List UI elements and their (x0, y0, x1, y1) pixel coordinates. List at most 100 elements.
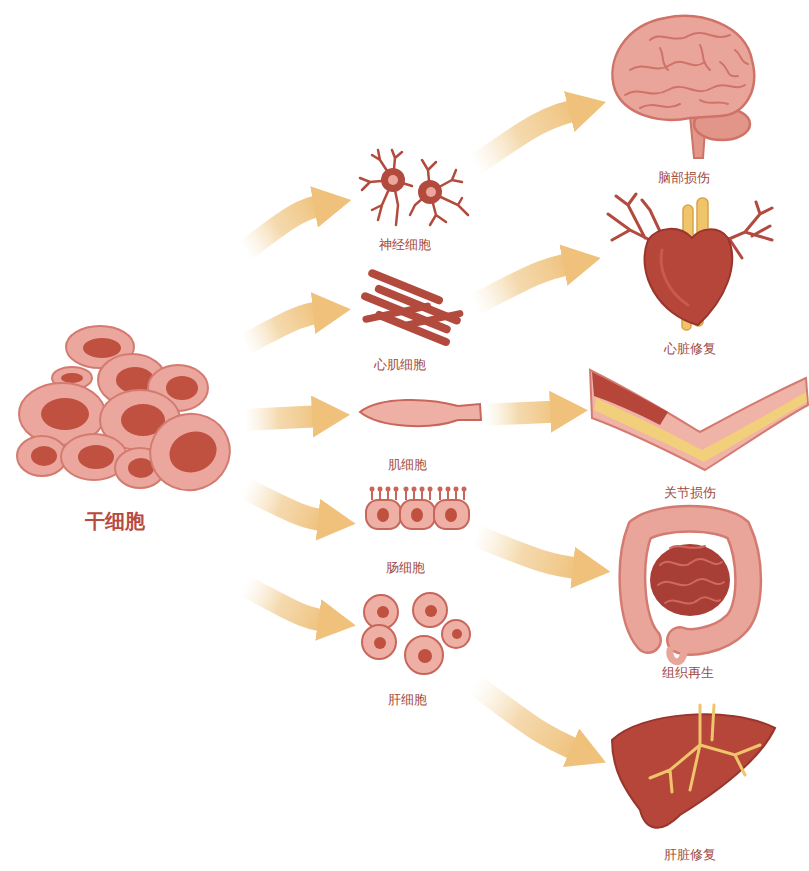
heart-illustration (661, 250, 688, 305)
intestinal-cell-illustration (377, 508, 389, 522)
intestinal-cell-illustration (366, 500, 401, 529)
joint-illustration (594, 392, 807, 462)
liver-cell-illustration (362, 625, 396, 659)
stem-cell-cluster (164, 425, 223, 479)
flow-arrow (245, 586, 326, 622)
intestinal-cell-illustration (428, 487, 433, 492)
flow-arrow (475, 535, 581, 568)
intestine-illustration (632, 519, 748, 662)
flow-arrow (245, 312, 321, 344)
cell-type-node: 肠细胞 (355, 485, 475, 578)
node-label: 关节损伤 (664, 485, 716, 502)
organ-node: 肝脏修复 (605, 705, 780, 866)
intestinal-cell-illustration (378, 487, 383, 492)
intestinal-cell-illustration (370, 487, 375, 492)
intestinal-cell-illustration (400, 500, 435, 529)
flow-arrow (485, 412, 558, 415)
heart-illustration (645, 229, 733, 325)
joint-illustration (590, 370, 808, 470)
flow-arrow (245, 416, 320, 420)
intestine-illustration (632, 519, 748, 642)
intestinal-cell-illustration (454, 487, 459, 492)
node-label: 肌细胞 (388, 457, 427, 474)
stem-cell-cluster (166, 376, 198, 400)
liver-cell-illustration (364, 595, 398, 629)
intestine-illustration (632, 519, 748, 642)
intestine-illustration (670, 650, 684, 662)
node-label: 神经细胞 (379, 237, 431, 254)
muscle-cell-illustration (360, 400, 481, 426)
stem-cell-cluster (17, 436, 67, 476)
neuron-illustration (410, 160, 468, 225)
flow-arrow (475, 684, 578, 750)
node-label: 脑部损伤 (658, 170, 710, 187)
neuron-illustration (418, 180, 442, 204)
intestinal-cell-illustration (404, 487, 409, 492)
flow-arrow (475, 264, 571, 305)
cardiac-muscle-illustration (354, 268, 467, 348)
muscle-cell-illustration (360, 400, 481, 426)
stem-cell-cluster (31, 446, 57, 466)
organ-node: 关节损伤 (588, 365, 809, 502)
organ-node: 心脏修复 (600, 192, 785, 358)
neuron-illustration (360, 150, 468, 225)
intestine-illustration (658, 546, 724, 604)
liver-cell-illustration (413, 593, 447, 627)
stem-cell-cluster (78, 445, 114, 469)
cell-type-node: 肝细胞 (355, 588, 475, 710)
node-label: 心肌细胞 (374, 357, 426, 374)
intestinal-cell-illustration (411, 508, 423, 522)
intestinal-cell-illustration (372, 490, 464, 500)
brain-illustration (612, 16, 754, 158)
liver-cell-illustration (405, 636, 443, 674)
neuron-illustration (388, 175, 398, 185)
brain-illustration (612, 16, 754, 120)
stem-cell-cluster (41, 398, 89, 430)
intestinal-cell-illustration (445, 508, 457, 522)
neuron-illustration (381, 168, 405, 192)
intestinal-cell-illustration (446, 487, 451, 492)
joint-illustration (590, 370, 808, 470)
liver-cell-illustration (442, 620, 470, 648)
liver-cell-illustration (377, 606, 389, 618)
intestinal-cell-illustration (438, 487, 443, 492)
neuron-illustration (426, 187, 436, 197)
cardiac-muscle-illustration (362, 296, 464, 337)
brain-illustration (625, 33, 748, 108)
intestinal-cell-illustration (420, 487, 425, 492)
organ-node: 组织再生 (610, 508, 760, 683)
intestinal-cell-illustration (394, 487, 399, 492)
liver-cell-illustration (418, 649, 432, 663)
flow-arrow (245, 488, 326, 520)
cell-type-node: 神经细胞 (350, 148, 475, 255)
stem-cell-cluster (61, 373, 83, 383)
node-label: 肝细胞 (388, 692, 427, 709)
stem-cell-cluster (139, 403, 240, 502)
intestinal-cell-illustration (366, 487, 469, 530)
cardiac-muscle-illustration (404, 309, 464, 328)
cell-type-node: 心肌细胞 (350, 270, 475, 375)
node-label: 肠细胞 (386, 560, 425, 577)
cell-type-node: 肌细胞 (350, 390, 485, 475)
intestine-illustration (650, 544, 730, 616)
cardiac-muscle-illustration (354, 268, 467, 348)
stem-cell-cluster (83, 338, 121, 358)
flow-arrow (245, 205, 322, 250)
intestinal-cell-illustration (434, 500, 469, 529)
liver-cell-illustration (425, 605, 437, 617)
stem-cell-cluster (17, 326, 241, 501)
node-label: 心脏修复 (664, 341, 716, 358)
node-label: 肝脏修复 (664, 847, 716, 864)
node-label: 组织再生 (662, 665, 714, 682)
liver-illustration (612, 705, 775, 828)
stem-cell-node: 干细胞 (15, 240, 245, 600)
liver-cell-illustration (374, 637, 386, 649)
flow-arrow (475, 110, 577, 166)
organ-node: 脑部损伤 (605, 10, 760, 188)
neuron-illustration (360, 150, 412, 225)
liver-cell-illustration (452, 629, 462, 639)
intestinal-cell-illustration (412, 487, 417, 492)
liver-cell-illustration (362, 593, 470, 674)
